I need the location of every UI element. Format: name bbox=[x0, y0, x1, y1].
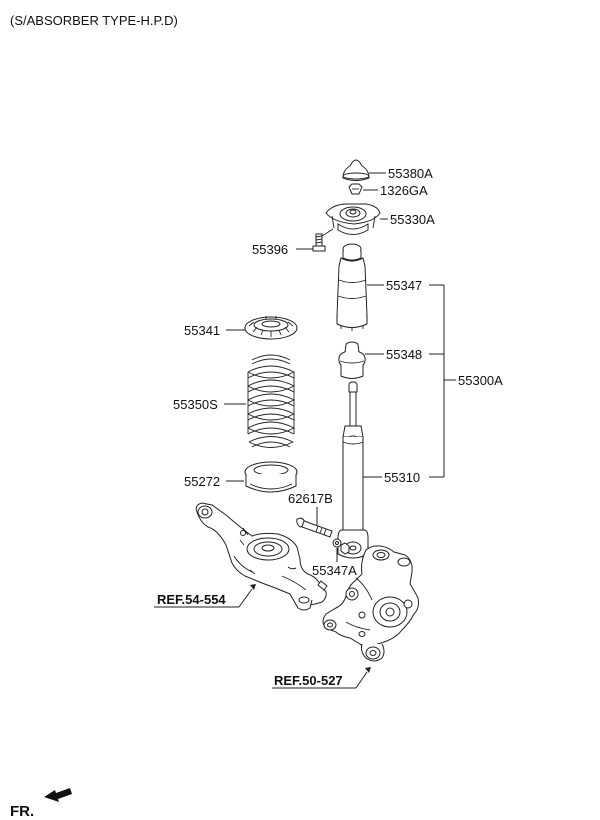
part-shock-absorber[interactable] bbox=[337, 381, 369, 559]
reference-link-50-527[interactable]: REF.50-527 bbox=[274, 673, 343, 688]
label-55310[interactable]: 55310 bbox=[384, 470, 420, 485]
label-55350S[interactable]: 55350S bbox=[173, 397, 218, 412]
part-lower-control-arm[interactable] bbox=[195, 502, 328, 611]
part-mount[interactable] bbox=[325, 203, 381, 235]
part-nut-55347A[interactable] bbox=[332, 538, 350, 555]
label-55272[interactable]: 55272 bbox=[184, 474, 220, 489]
reference-leaders bbox=[154, 584, 371, 689]
label-1326GA[interactable]: 1326GA bbox=[380, 183, 428, 198]
label-55341[interactable]: 55341 bbox=[184, 323, 220, 338]
part-coil-spring[interactable] bbox=[247, 354, 295, 448]
part-bolt-62617B[interactable] bbox=[296, 517, 333, 538]
label-55348[interactable]: 55348 bbox=[386, 347, 422, 362]
label-55396[interactable]: 55396 bbox=[252, 242, 288, 257]
part-bolt-55396[interactable] bbox=[312, 228, 334, 252]
label-55300A[interactable]: 55300A bbox=[458, 373, 503, 388]
part-rear-knuckle[interactable] bbox=[322, 545, 419, 662]
diagram-title: (S/ABSORBER TYPE-H.P.D) bbox=[10, 13, 178, 28]
reference-link-54-554[interactable]: REF.54-554 bbox=[157, 592, 226, 607]
assembly-bracket-55300A bbox=[429, 284, 456, 478]
label-55380A[interactable]: 55380A bbox=[388, 166, 433, 181]
part-upper-spring-seat[interactable] bbox=[244, 316, 298, 340]
label-55330A[interactable]: 55330A bbox=[390, 212, 435, 227]
part-lower-spring-pad[interactable] bbox=[244, 461, 298, 493]
front-direction-label: FR. bbox=[10, 803, 34, 820]
part-nut[interactable] bbox=[348, 183, 363, 195]
part-bump-stopper[interactable] bbox=[338, 341, 366, 379]
label-55347[interactable]: 55347 bbox=[386, 278, 422, 293]
label-55347A[interactable]: 55347A bbox=[312, 563, 357, 578]
label-62617B[interactable]: 62617B bbox=[288, 491, 333, 506]
front-arrow-icon bbox=[44, 788, 72, 802]
part-cap[interactable] bbox=[342, 159, 370, 181]
part-dust-cover[interactable] bbox=[336, 243, 368, 331]
